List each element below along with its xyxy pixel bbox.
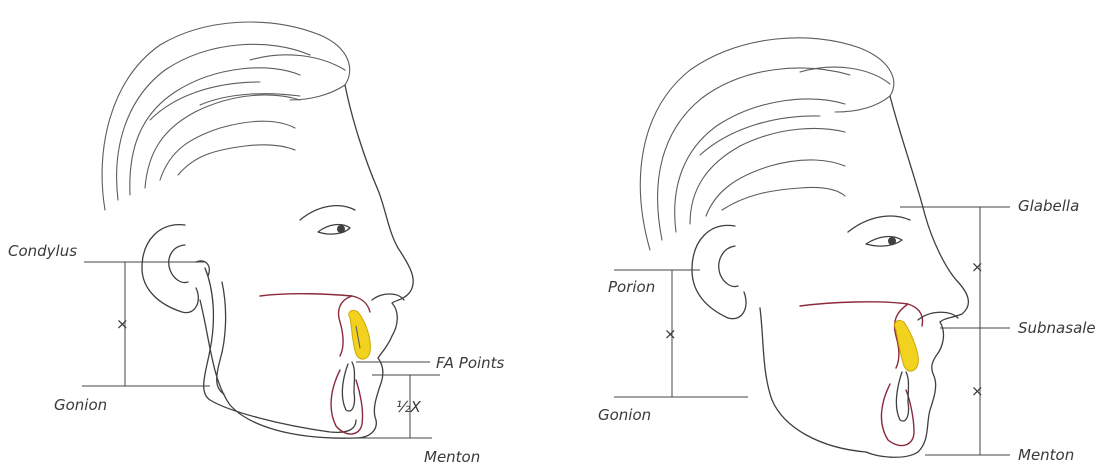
right-nostril bbox=[918, 312, 958, 320]
left-pupil bbox=[337, 225, 345, 233]
left-upper-incisor bbox=[349, 310, 371, 359]
label-menton-left: Menton bbox=[424, 448, 480, 466]
label-gonion-left: Gonion bbox=[54, 396, 107, 414]
right-eye bbox=[866, 237, 902, 247]
right-hair bbox=[640, 38, 893, 250]
x-mark-right-lower: × bbox=[971, 382, 984, 400]
right-lower-incisor bbox=[896, 372, 908, 421]
x-mark-left: × bbox=[116, 315, 129, 333]
label-glabella: Glabella bbox=[1018, 197, 1079, 215]
right-pupil bbox=[888, 237, 896, 245]
left-brow bbox=[300, 206, 355, 220]
right-face-profile bbox=[866, 96, 968, 457]
left-eye bbox=[318, 225, 350, 235]
left-mandible bbox=[204, 268, 356, 432]
label-porion: Porion bbox=[608, 278, 655, 296]
label-gonion-right: Gonion bbox=[598, 406, 651, 424]
label-menton-right: Menton bbox=[1018, 446, 1074, 464]
x-mark-right-porion: × bbox=[664, 325, 677, 343]
left-figure: Condylus × Gonion FA Points ½X Menton bbox=[8, 22, 505, 466]
right-mandible bbox=[760, 308, 866, 452]
label-half-x: ½X bbox=[396, 398, 422, 416]
left-hair bbox=[102, 22, 350, 210]
x-mark-right-upper: × bbox=[971, 258, 984, 276]
label-condylus: Condylus bbox=[8, 242, 77, 260]
right-brow bbox=[848, 216, 910, 232]
label-fa-points: FA Points bbox=[436, 354, 505, 372]
left-face-profile bbox=[345, 85, 413, 438]
left-lower-incisor bbox=[342, 362, 354, 411]
label-subnasale: Subnasale bbox=[1018, 319, 1096, 337]
right-figure: Glabella × Subnasale × Menton Porion × G… bbox=[598, 38, 1096, 464]
